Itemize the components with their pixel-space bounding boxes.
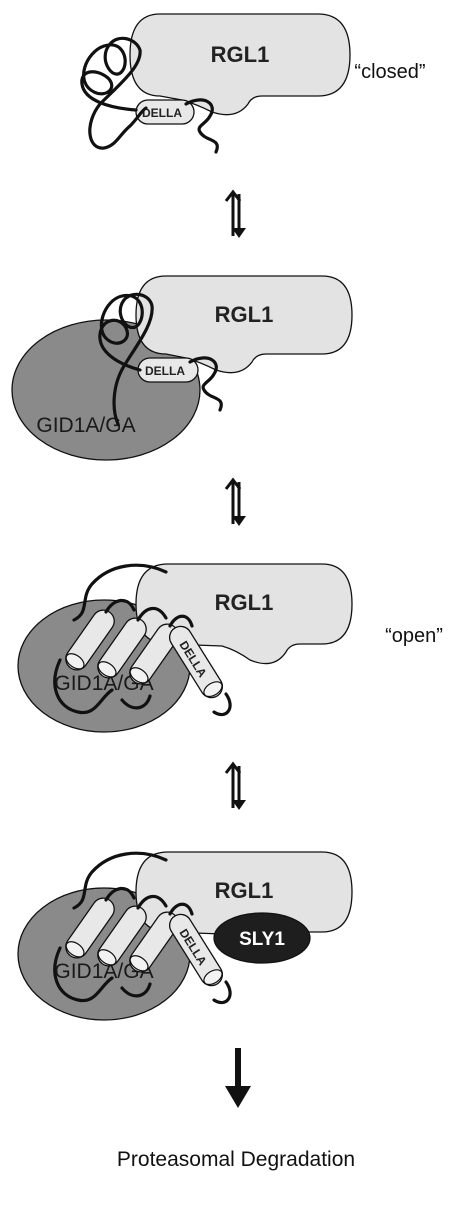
c-terminal-tail [184,98,219,154]
gid1a-ga-oval [11,319,201,461]
n-terminal-loop [98,292,154,426]
gid1a-ga-label: GID1A/GA [54,960,153,983]
n-terminal-loop [80,36,148,150]
sly1-label: SLY1 [239,929,285,950]
panel-sly1-bound: GID1A/GA RGL1 DELLA SLY1 [17,851,353,1021]
helix-cylinders: DELLA [65,609,224,699]
outcome-label: Proteasomal Degradation [117,1148,355,1171]
state-closed-label: “closed” [354,61,425,83]
panel-gid1a-bound: GID1A/GA RGL1 DELLA [11,275,353,461]
rgl1-label: RGL1 [215,878,274,903]
degradation-arrow [225,1048,251,1108]
equilibrium-arrow-2 [224,477,246,526]
connecting-loops [53,851,232,1005]
panel-open: GID1A/GA RGL1 DELLA “open” [17,563,443,733]
helix-cylinders: DELLA [65,897,224,987]
equilibrium-arrow-1 [224,189,246,238]
rgl1-label: RGL1 [215,590,274,615]
della-capsule [135,99,195,125]
rgl1-label: RGL1 [215,302,274,327]
sly1-oval [213,912,311,964]
della-label: DELLA [142,106,182,120]
della-label: DELLA [145,364,185,378]
gid1a-ga-label: GID1A/GA [36,414,135,437]
rgl1-body [129,13,351,116]
c-terminal-tail [188,356,223,412]
gid1a-ga-label: GID1A/GA [54,672,153,695]
connecting-loops [53,563,232,717]
state-open-label: “open” [385,625,443,647]
della-capsule [137,357,199,383]
panel-closed: RGL1 DELLA “closed” [80,13,426,154]
rgl1-label: RGL1 [211,42,270,67]
equilibrium-arrow-3 [224,761,246,810]
